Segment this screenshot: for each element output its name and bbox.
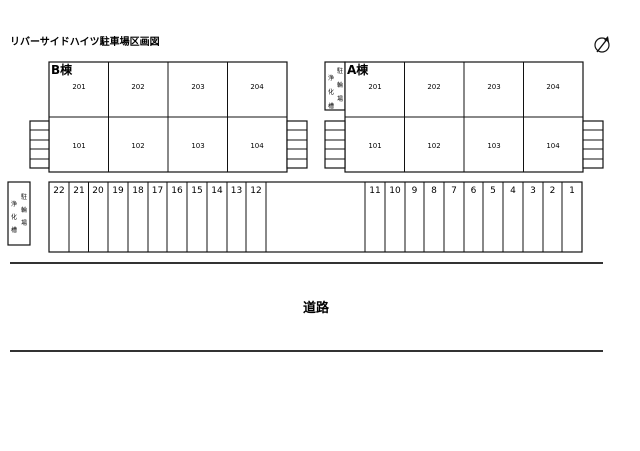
parking-slot-10: 10 [389, 186, 401, 196]
parking-slot-21: 21 [73, 186, 84, 196]
unit-a-204: 204 [546, 83, 560, 91]
a-side-facility: 駐 輪 場 浄 化 槽 [324, 61, 346, 111]
parking-lot-outline [48, 181, 583, 253]
unit-a-103: 103 [487, 142, 500, 150]
parking-lot: 22 21 20 19 18 17 16 15 14 13 12 11 10 9… [48, 181, 583, 253]
unit-b-201: 201 [72, 83, 85, 91]
parking-slot-20: 20 [92, 186, 104, 196]
stairs-a-left [324, 120, 346, 169]
stairs-a-right [582, 120, 604, 169]
parking-slot-12: 12 [250, 186, 261, 196]
road: 道路 [10, 262, 603, 352]
unit-b-203: 203 [191, 83, 204, 91]
a-bicycle-char-2: 輪 [337, 81, 343, 89]
parking-slot-4: 4 [510, 186, 516, 196]
parking-slot-5: 5 [490, 186, 496, 196]
stairs-b-right [286, 120, 308, 169]
unit-b-102: 102 [131, 142, 144, 150]
unit-a-101: 101 [368, 142, 381, 150]
left-septic-char-2: 化 [11, 213, 17, 221]
parking-slot-22: 22 [53, 186, 64, 196]
parking-slot-3: 3 [530, 186, 536, 196]
parking-slot-16: 16 [171, 186, 183, 196]
unit-b-103: 103 [191, 142, 204, 150]
left-septic-char-3: 槽 [11, 226, 17, 234]
unit-a-202: 202 [427, 83, 440, 91]
unit-a-201: 201 [368, 83, 381, 91]
road-label: 道路 [303, 300, 330, 316]
a-septic-char-1: 浄 [328, 74, 334, 82]
parking-slot-18: 18 [132, 186, 144, 196]
building-b-label: B棟 [51, 62, 73, 77]
parking-slot-15: 15 [191, 186, 202, 196]
parking-slot-2: 2 [550, 186, 556, 196]
parking-slot-17: 17 [152, 186, 163, 196]
parking-slot-9: 9 [412, 186, 418, 196]
unit-a-203: 203 [487, 83, 500, 91]
left-bicycle-char-3: 場 [21, 219, 27, 227]
parking-slot-6: 6 [471, 186, 477, 196]
parking-slot-7: 7 [451, 186, 457, 196]
unit-b-204: 204 [250, 83, 264, 91]
a-septic-char-2: 化 [328, 88, 334, 96]
unit-a-102: 102 [427, 142, 440, 150]
left-bicycle-char-1: 駐 [21, 193, 27, 201]
unit-b-104: 104 [250, 142, 264, 150]
unit-a-104: 104 [546, 142, 560, 150]
left-septic-char-1: 浄 [11, 200, 17, 208]
building-a-label: A棟 [347, 62, 369, 77]
parking-slot-1: 1 [569, 186, 575, 196]
building-b: B棟 201 202 203 204 101 102 103 104 [48, 61, 288, 173]
left-side-facility: 駐 輪 場 浄 化 槽 [7, 181, 31, 246]
a-bicycle-char-1: 駐 [337, 67, 343, 75]
parking-slot-11: 11 [369, 186, 380, 196]
left-bicycle-char-2: 輪 [21, 206, 27, 214]
north-arrow-icon [594, 36, 610, 53]
a-bicycle-char-3: 場 [337, 95, 343, 103]
unit-b-202: 202 [131, 83, 144, 91]
a-septic-char-3: 槽 [328, 102, 334, 110]
unit-b-101: 101 [72, 142, 85, 150]
parking-slot-8: 8 [431, 186, 437, 196]
parking-slot-19: 19 [112, 186, 124, 196]
stairs-b-left [29, 120, 50, 169]
parking-slot-13: 13 [231, 186, 242, 196]
building-a: A棟 201 202 203 204 101 102 103 104 [344, 61, 584, 173]
parking-slot-14: 14 [211, 186, 223, 196]
map-title: リバーサイドハイツ駐車場区画図 [10, 35, 160, 48]
